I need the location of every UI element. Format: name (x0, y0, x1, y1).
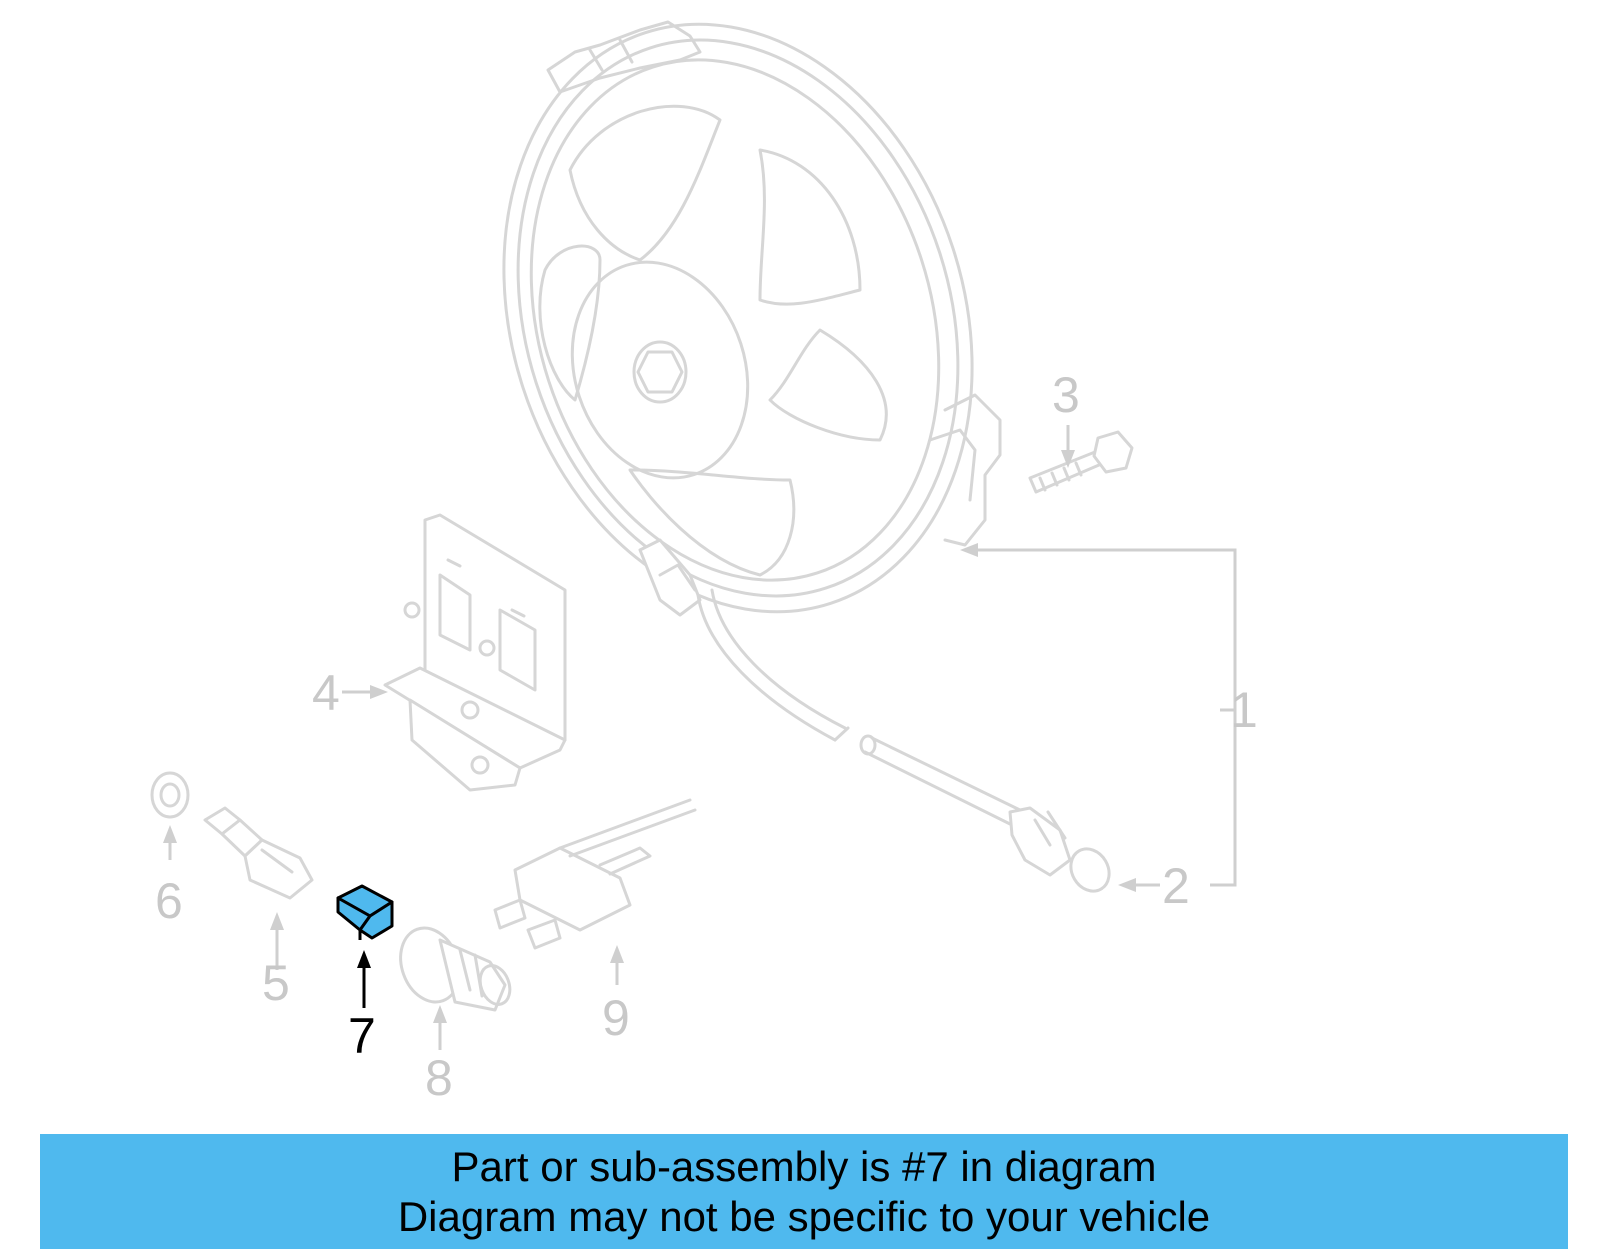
control-module (383, 513, 567, 792)
callout-1[interactable]: 1 (1230, 682, 1258, 738)
callout-9[interactable]: 9 (602, 990, 630, 1046)
leader-1 (975, 548, 1237, 887)
callout-5[interactable]: 5 (262, 955, 290, 1011)
arrow-2 (1118, 878, 1136, 892)
callout-8[interactable]: 8 (425, 1050, 453, 1106)
pressure-switch (493, 798, 697, 950)
banner-line-2: Diagram may not be specific to your vehi… (397, 1192, 1211, 1240)
callout-6[interactable]: 6 (155, 873, 183, 929)
callout-7[interactable]: 7 (348, 1008, 376, 1064)
fan-cable-sensor (696, 588, 1111, 893)
arrow-8 (433, 1005, 447, 1023)
callout-4[interactable]: 4 (312, 665, 340, 721)
part-7-highlight[interactable] (336, 884, 394, 940)
callout-3[interactable]: 3 (1052, 367, 1080, 423)
plug-connector (399, 926, 512, 1012)
arrow-4 (370, 685, 388, 699)
info-banner: Part or sub-assembly is #7 in diagram Di… (40, 1134, 1568, 1249)
arrow-9 (610, 945, 624, 963)
arrow-5 (270, 912, 284, 930)
temperature-switch (203, 806, 314, 900)
arrow-7 (357, 950, 371, 968)
arrow-6 (163, 825, 177, 843)
bolt (1028, 430, 1134, 494)
sealing-washer (150, 771, 190, 819)
arrow-3 (1061, 450, 1075, 468)
banner-line-1: Part or sub-assembly is #7 in diagram (451, 1142, 1157, 1190)
parts-diagram: 1 2 3 4 5 6 7 8 9 (150, 20, 1258, 1106)
callout-2[interactable]: 2 (1162, 858, 1190, 914)
arrow-1 (960, 543, 978, 557)
fan-assembly (502, 20, 1002, 617)
